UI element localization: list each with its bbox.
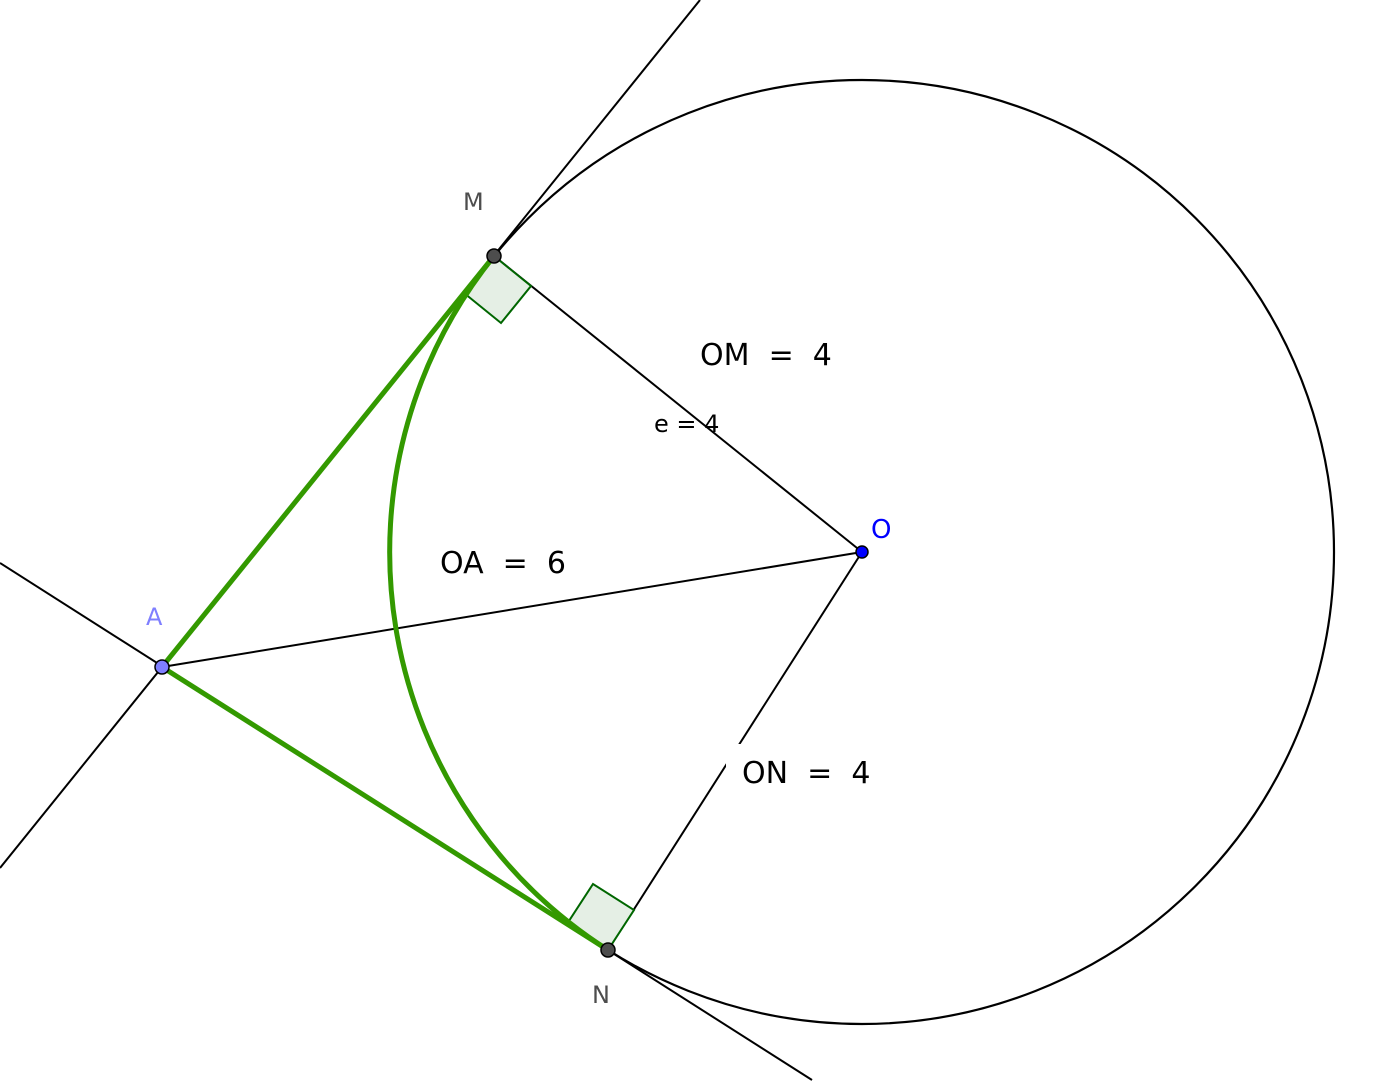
right-angle-marker-m <box>462 254 533 325</box>
point-n[interactable] <box>600 942 616 958</box>
on-label-background <box>726 744 876 786</box>
point-a[interactable] <box>154 659 170 675</box>
point-label-m: M <box>463 188 484 216</box>
point-o[interactable] <box>855 545 869 559</box>
segment-om[interactable] <box>493 255 863 553</box>
arc-mn[interactable] <box>387 254 610 953</box>
label-e: e = 4 <box>654 410 719 438</box>
label-oa: OA = 6 <box>440 546 566 581</box>
point-label-n: N <box>592 981 610 1009</box>
segment-an[interactable] <box>160 664 610 953</box>
point-label-a: A <box>146 603 163 631</box>
label-om: OM = 4 <box>700 338 832 373</box>
label-on: ON = 4 <box>742 756 870 791</box>
point-m[interactable] <box>486 248 502 264</box>
segment-am[interactable] <box>160 254 496 669</box>
right-angle-marker-n <box>565 882 636 952</box>
point-label-o: O <box>871 515 891 545</box>
segment-oa[interactable] <box>161 551 863 668</box>
